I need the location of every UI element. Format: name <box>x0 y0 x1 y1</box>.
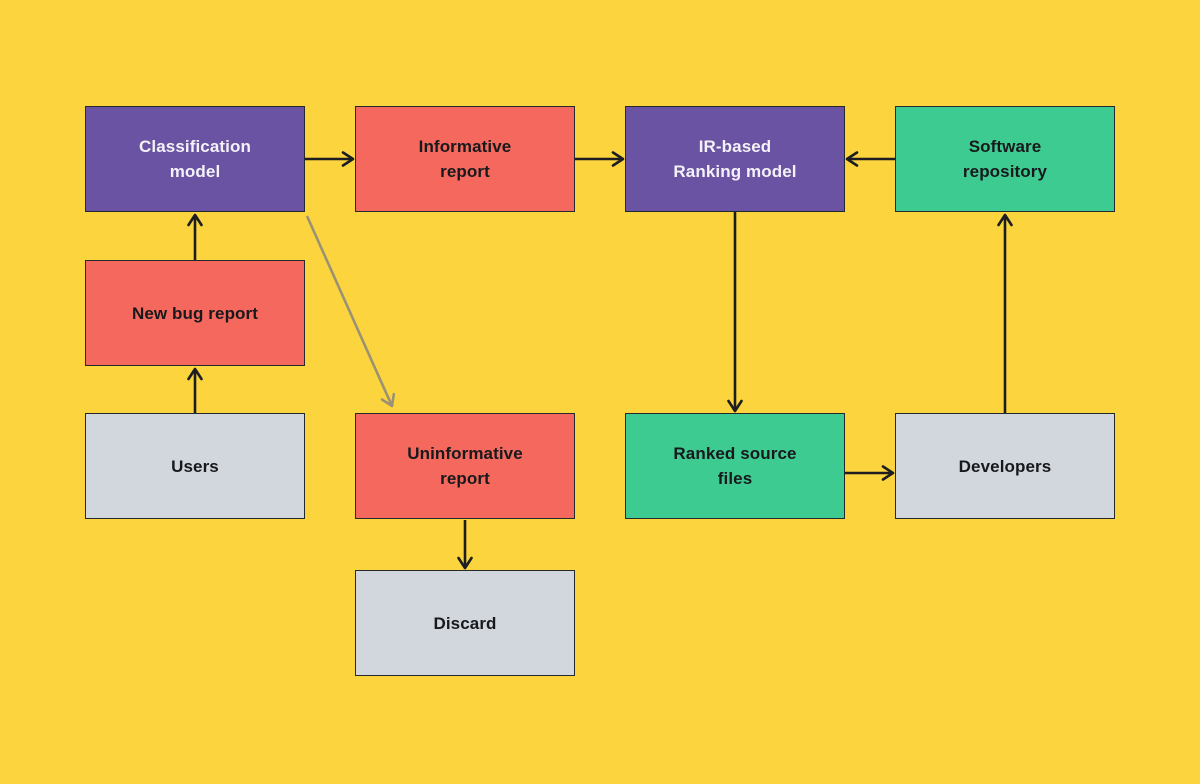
node-informative-report-label: Informative report <box>418 137 512 181</box>
node-classification-model: Classification model <box>85 106 305 212</box>
node-developers-label: Developers <box>958 456 1052 476</box>
node-new-bug-report-label: New bug report <box>131 303 259 323</box>
node-ir-ranking-model: IR-based Ranking model <box>625 106 845 212</box>
node-software-repository: Software repository <box>895 106 1115 212</box>
node-discard-label: Discard <box>433 613 497 633</box>
node-ranked-source-files-label: Ranked source files <box>673 444 797 488</box>
node-developers: Developers <box>895 413 1115 519</box>
node-ir-ranking-model-label: IR-based Ranking model <box>673 137 797 181</box>
edge-classification-to-uninformative <box>305 215 396 408</box>
node-new-bug-report: New bug report <box>85 260 305 366</box>
node-classification-model-label: Classification model <box>139 137 251 181</box>
node-informative-report: Informative report <box>355 106 575 212</box>
node-ranked-source-files: Ranked source files <box>625 413 845 519</box>
node-uninformative-report-label: Uninformative report <box>407 444 523 488</box>
node-discard: Discard <box>355 570 575 676</box>
node-users: Users <box>85 413 305 519</box>
node-software-repository-label: Software repository <box>962 137 1048 181</box>
node-users-label: Users <box>171 456 219 476</box>
node-uninformative-report: Uninformative report <box>355 413 575 519</box>
